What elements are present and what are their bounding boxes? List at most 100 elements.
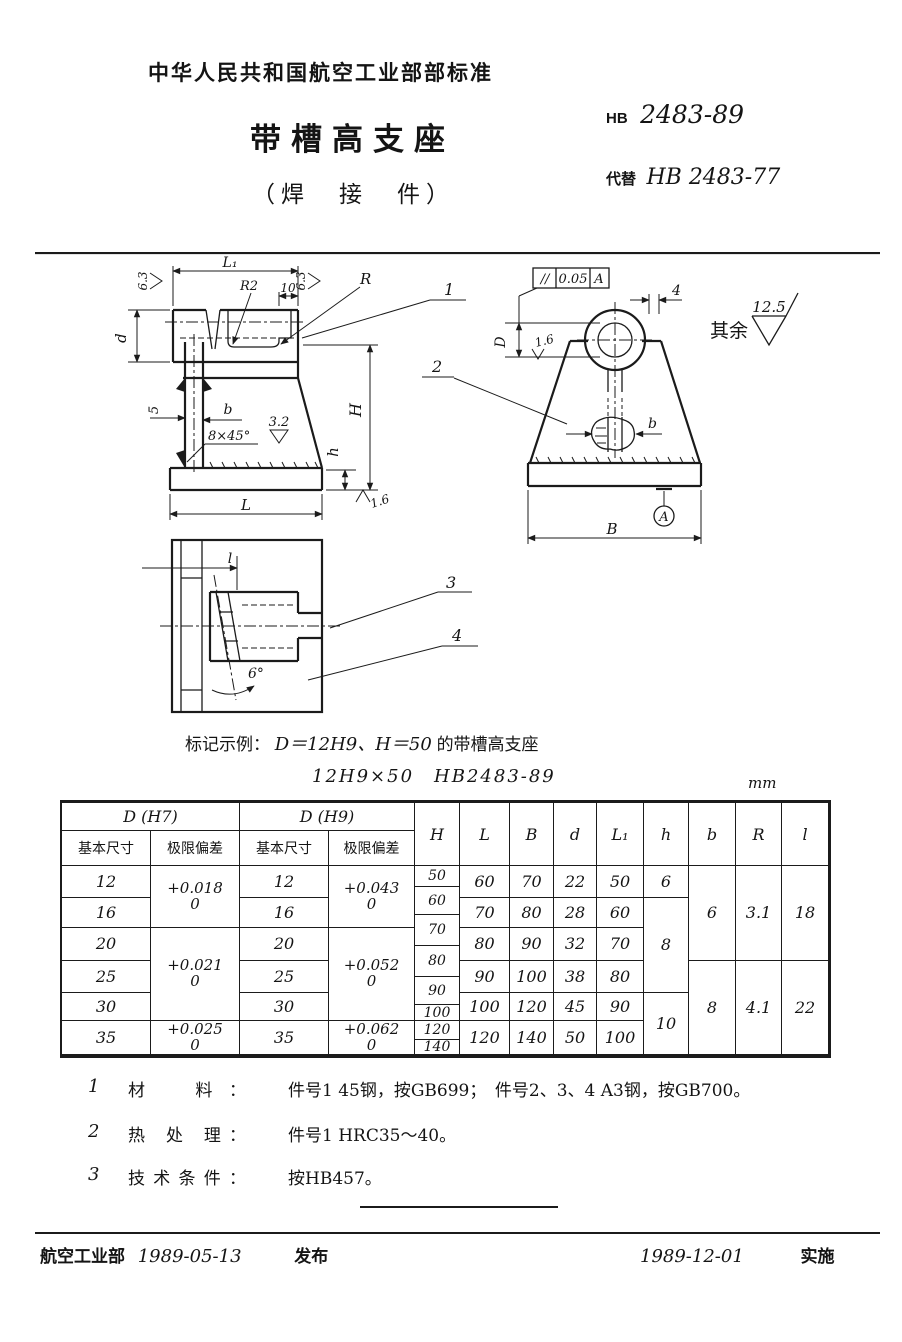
table-cell: 80 xyxy=(510,898,554,928)
table-col-header: b xyxy=(689,803,736,866)
table-cell: 35 xyxy=(240,1021,329,1055)
note-label: 热 处 理： xyxy=(128,1126,246,1145)
footer-impl-date: 1989-12-01 xyxy=(640,1246,744,1267)
table-cell: 20 xyxy=(62,928,151,961)
dimension-table: D (H7) D (H9) 基本尺寸 极限偏差 基本尺寸 极限偏差 H L B … xyxy=(60,800,831,1058)
section-view: l 6° 3 4 xyxy=(142,538,478,714)
unit-label: mm xyxy=(748,774,777,792)
weld-mark xyxy=(176,378,185,392)
table-cell: 25 xyxy=(240,961,329,993)
table-cell: 100 xyxy=(460,993,510,1021)
roughness-1-6-side-icon: 1.6 xyxy=(531,332,556,360)
ministry-standard-line: 中华人民共和国航空工业部部标准 xyxy=(148,62,493,85)
page-subtitle: （焊 接 件） xyxy=(252,181,455,207)
roughness-6-3-right-icon: 6.3 xyxy=(294,271,321,291)
page-title: 带槽高支座 xyxy=(250,122,455,157)
parallelism-symbol: // xyxy=(539,272,551,287)
part-leader-4: 4 xyxy=(451,626,462,645)
table-cell: 50 xyxy=(415,866,460,887)
table-cell: 4.1 xyxy=(736,961,782,1055)
dim-b-front: b xyxy=(224,402,233,418)
footer-rule xyxy=(35,1232,880,1234)
footer-impl-label: 实施 xyxy=(800,1247,835,1266)
table-col-header: R xyxy=(736,803,782,866)
table-cell: 6 xyxy=(644,866,689,898)
table-cell: 120 xyxy=(510,993,554,1021)
table-cell: 80 xyxy=(415,946,460,977)
table-cell: 45 xyxy=(554,993,597,1021)
table-cell: 6 xyxy=(689,866,736,961)
table-cell: 35 xyxy=(62,1021,151,1055)
footer-issue-date: 1989-05-13 xyxy=(137,1246,242,1267)
dim-10: 10 xyxy=(280,281,296,295)
note-number: 3 xyxy=(88,1164,100,1185)
table-cell: 100 xyxy=(597,1021,644,1055)
table-cell: 50 xyxy=(554,1021,597,1055)
marking-suffix: 的带槽高支座 xyxy=(436,735,539,754)
table-subheader-basic: 基本尺寸 xyxy=(240,831,329,866)
dim-H: H xyxy=(346,402,365,418)
table-cell: 3.1 xyxy=(736,866,782,961)
dim-B: B xyxy=(605,520,617,538)
marking-example-line2: 12H9×50 HB2483-89 xyxy=(312,766,556,787)
chamfer-callout: 8×45° xyxy=(208,429,250,444)
table-cell: 80 xyxy=(460,928,510,961)
dim-4: 4 xyxy=(671,283,681,299)
table-cell: 70 xyxy=(597,928,644,961)
table-group-h7: D (H7) xyxy=(62,803,240,831)
dim-l: l xyxy=(228,551,232,567)
table-cell: 12 xyxy=(240,866,329,898)
table-cell: 90 xyxy=(415,977,460,1005)
dim-L1: L₁ xyxy=(222,255,238,271)
note-number: 1 xyxy=(88,1076,100,1097)
replaces-number: HB 2483-77 xyxy=(646,165,781,190)
weld-mark xyxy=(203,378,212,392)
datum-a-icon: A xyxy=(653,487,675,527)
table-cell: 60 xyxy=(597,898,644,928)
svg-text:A: A xyxy=(658,510,668,525)
table-cell: 22 xyxy=(782,961,829,1055)
chamfer-mark xyxy=(176,450,185,468)
svg-text:3.2: 3.2 xyxy=(269,415,290,430)
rest-roughness-icon: 其余 12.5 xyxy=(710,292,799,347)
table-col-header: h xyxy=(644,803,689,866)
part-leader-1: 1 xyxy=(444,280,454,299)
table-cell: 80 xyxy=(597,961,644,993)
table-cell: 60 xyxy=(460,866,510,898)
svg-text:1.6: 1.6 xyxy=(533,332,555,350)
table-cell: 16 xyxy=(62,898,151,928)
dim-D: D xyxy=(493,336,509,348)
table-cell: 120 xyxy=(415,1021,460,1040)
dim-L: L xyxy=(240,496,251,514)
table-cell: 70 xyxy=(510,866,554,898)
angle-6deg: 6° xyxy=(248,666,264,682)
table-group-h9: D (H9) xyxy=(240,803,415,831)
table-cell: 90 xyxy=(460,961,510,993)
table-subheader-basic: 基本尺寸 xyxy=(62,831,151,866)
table-cell: 28 xyxy=(554,898,597,928)
table-cell: 140 xyxy=(415,1040,460,1055)
table-cell: 38 xyxy=(554,961,597,993)
svg-text:6.3: 6.3 xyxy=(136,271,150,290)
parallelism-datum: A xyxy=(593,272,603,287)
table-cell: 50 xyxy=(597,866,644,898)
table-col-header: B xyxy=(510,803,554,866)
note-text: 按HB457。 xyxy=(288,1169,382,1189)
replaces-line: 代替 HB 2483-77 xyxy=(606,165,780,190)
roughness-6-3-left-icon: 6.3 xyxy=(136,271,163,291)
end-divider xyxy=(360,1206,558,1208)
footer-implement: 1989-12-01 实施 xyxy=(640,1242,835,1267)
replaces-label: 代替 xyxy=(606,171,637,188)
svg-text:1.6: 1.6 xyxy=(369,492,392,511)
table-cell: 10 xyxy=(644,993,689,1055)
note-3: 3 技术条件： 按HB457。 xyxy=(88,1164,382,1189)
side-view: b // 0.05 A D 1.6 4 xyxy=(493,267,799,544)
front-view: L₁ R2 10 6.3 6.3 R 1 2 xyxy=(112,255,568,520)
table-cell: 100 xyxy=(510,961,554,993)
roughness-1-6-front-icon: 1.6 xyxy=(355,489,392,511)
